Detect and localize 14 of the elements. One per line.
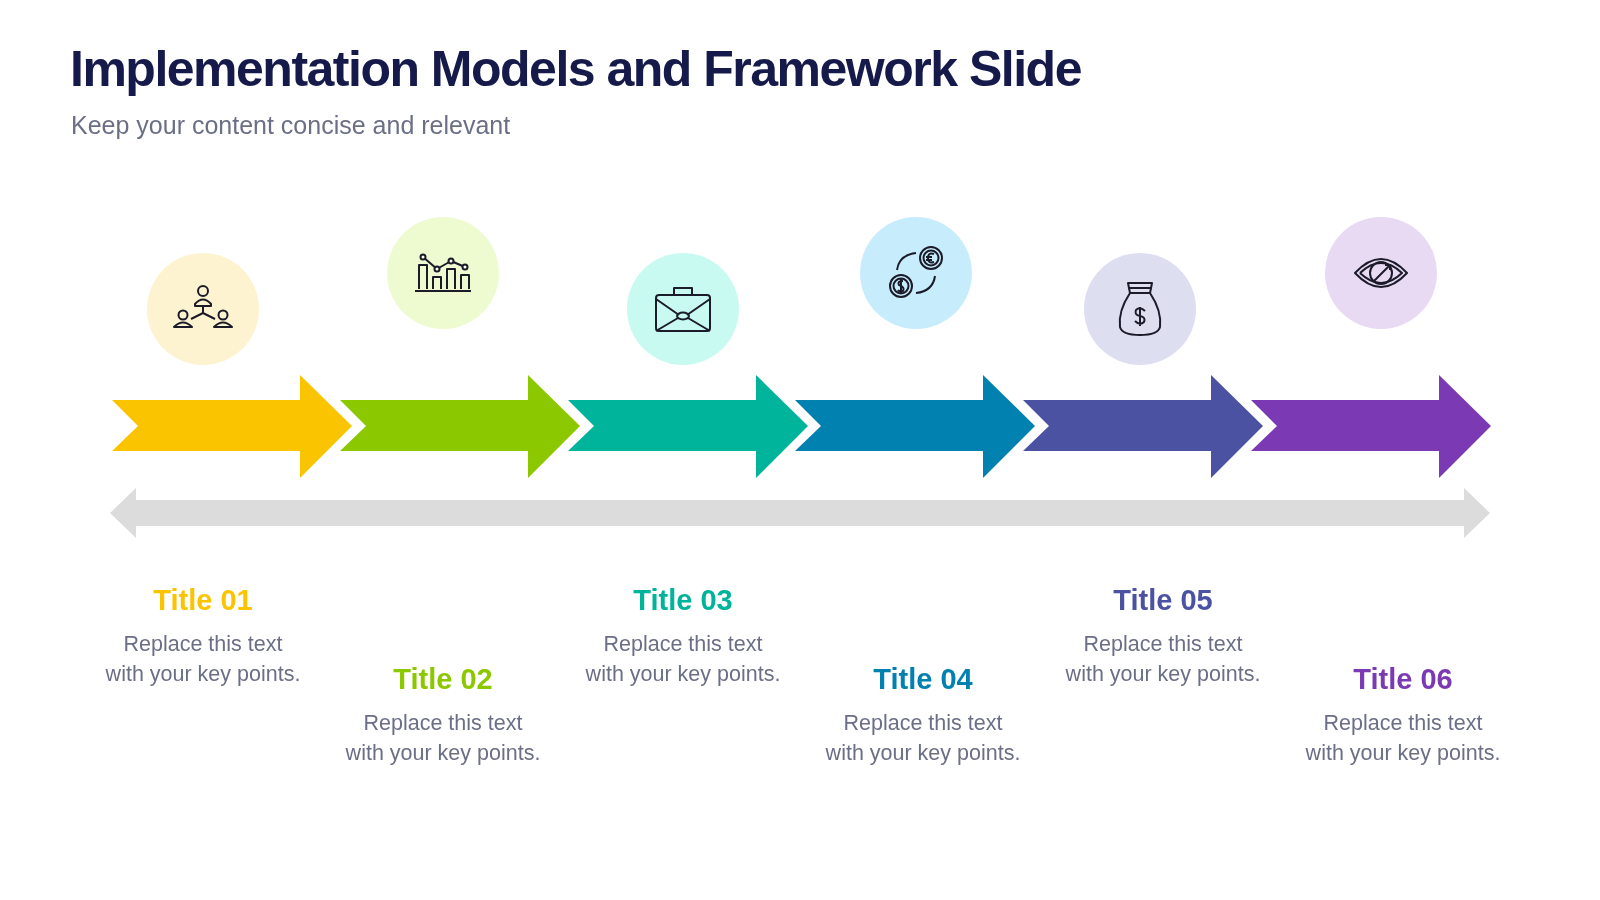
step-title: Title 03: [633, 584, 733, 617]
step-title: Title 02: [393, 663, 493, 696]
step-title: Title 06: [1353, 663, 1453, 696]
step-description: Replace this text with your key points.: [1064, 631, 1262, 688]
step-description: Replace this text with your key points.: [584, 631, 782, 688]
step-description: Replace this text with your key points.: [104, 631, 302, 688]
slide-subtitle: Keep your content concise and relevant: [71, 111, 511, 140]
step-description: Replace this text with your key points.: [1304, 710, 1502, 767]
slide-title: Implementation Models and Framework Slide: [70, 40, 1081, 98]
step-description: Replace this text with your key points.: [824, 710, 1022, 767]
step-title: Title 04: [873, 663, 973, 696]
step-title: Title 01: [153, 584, 253, 617]
step-description: Replace this text with your key points.: [344, 710, 542, 767]
step-title: Title 05: [1113, 584, 1213, 617]
